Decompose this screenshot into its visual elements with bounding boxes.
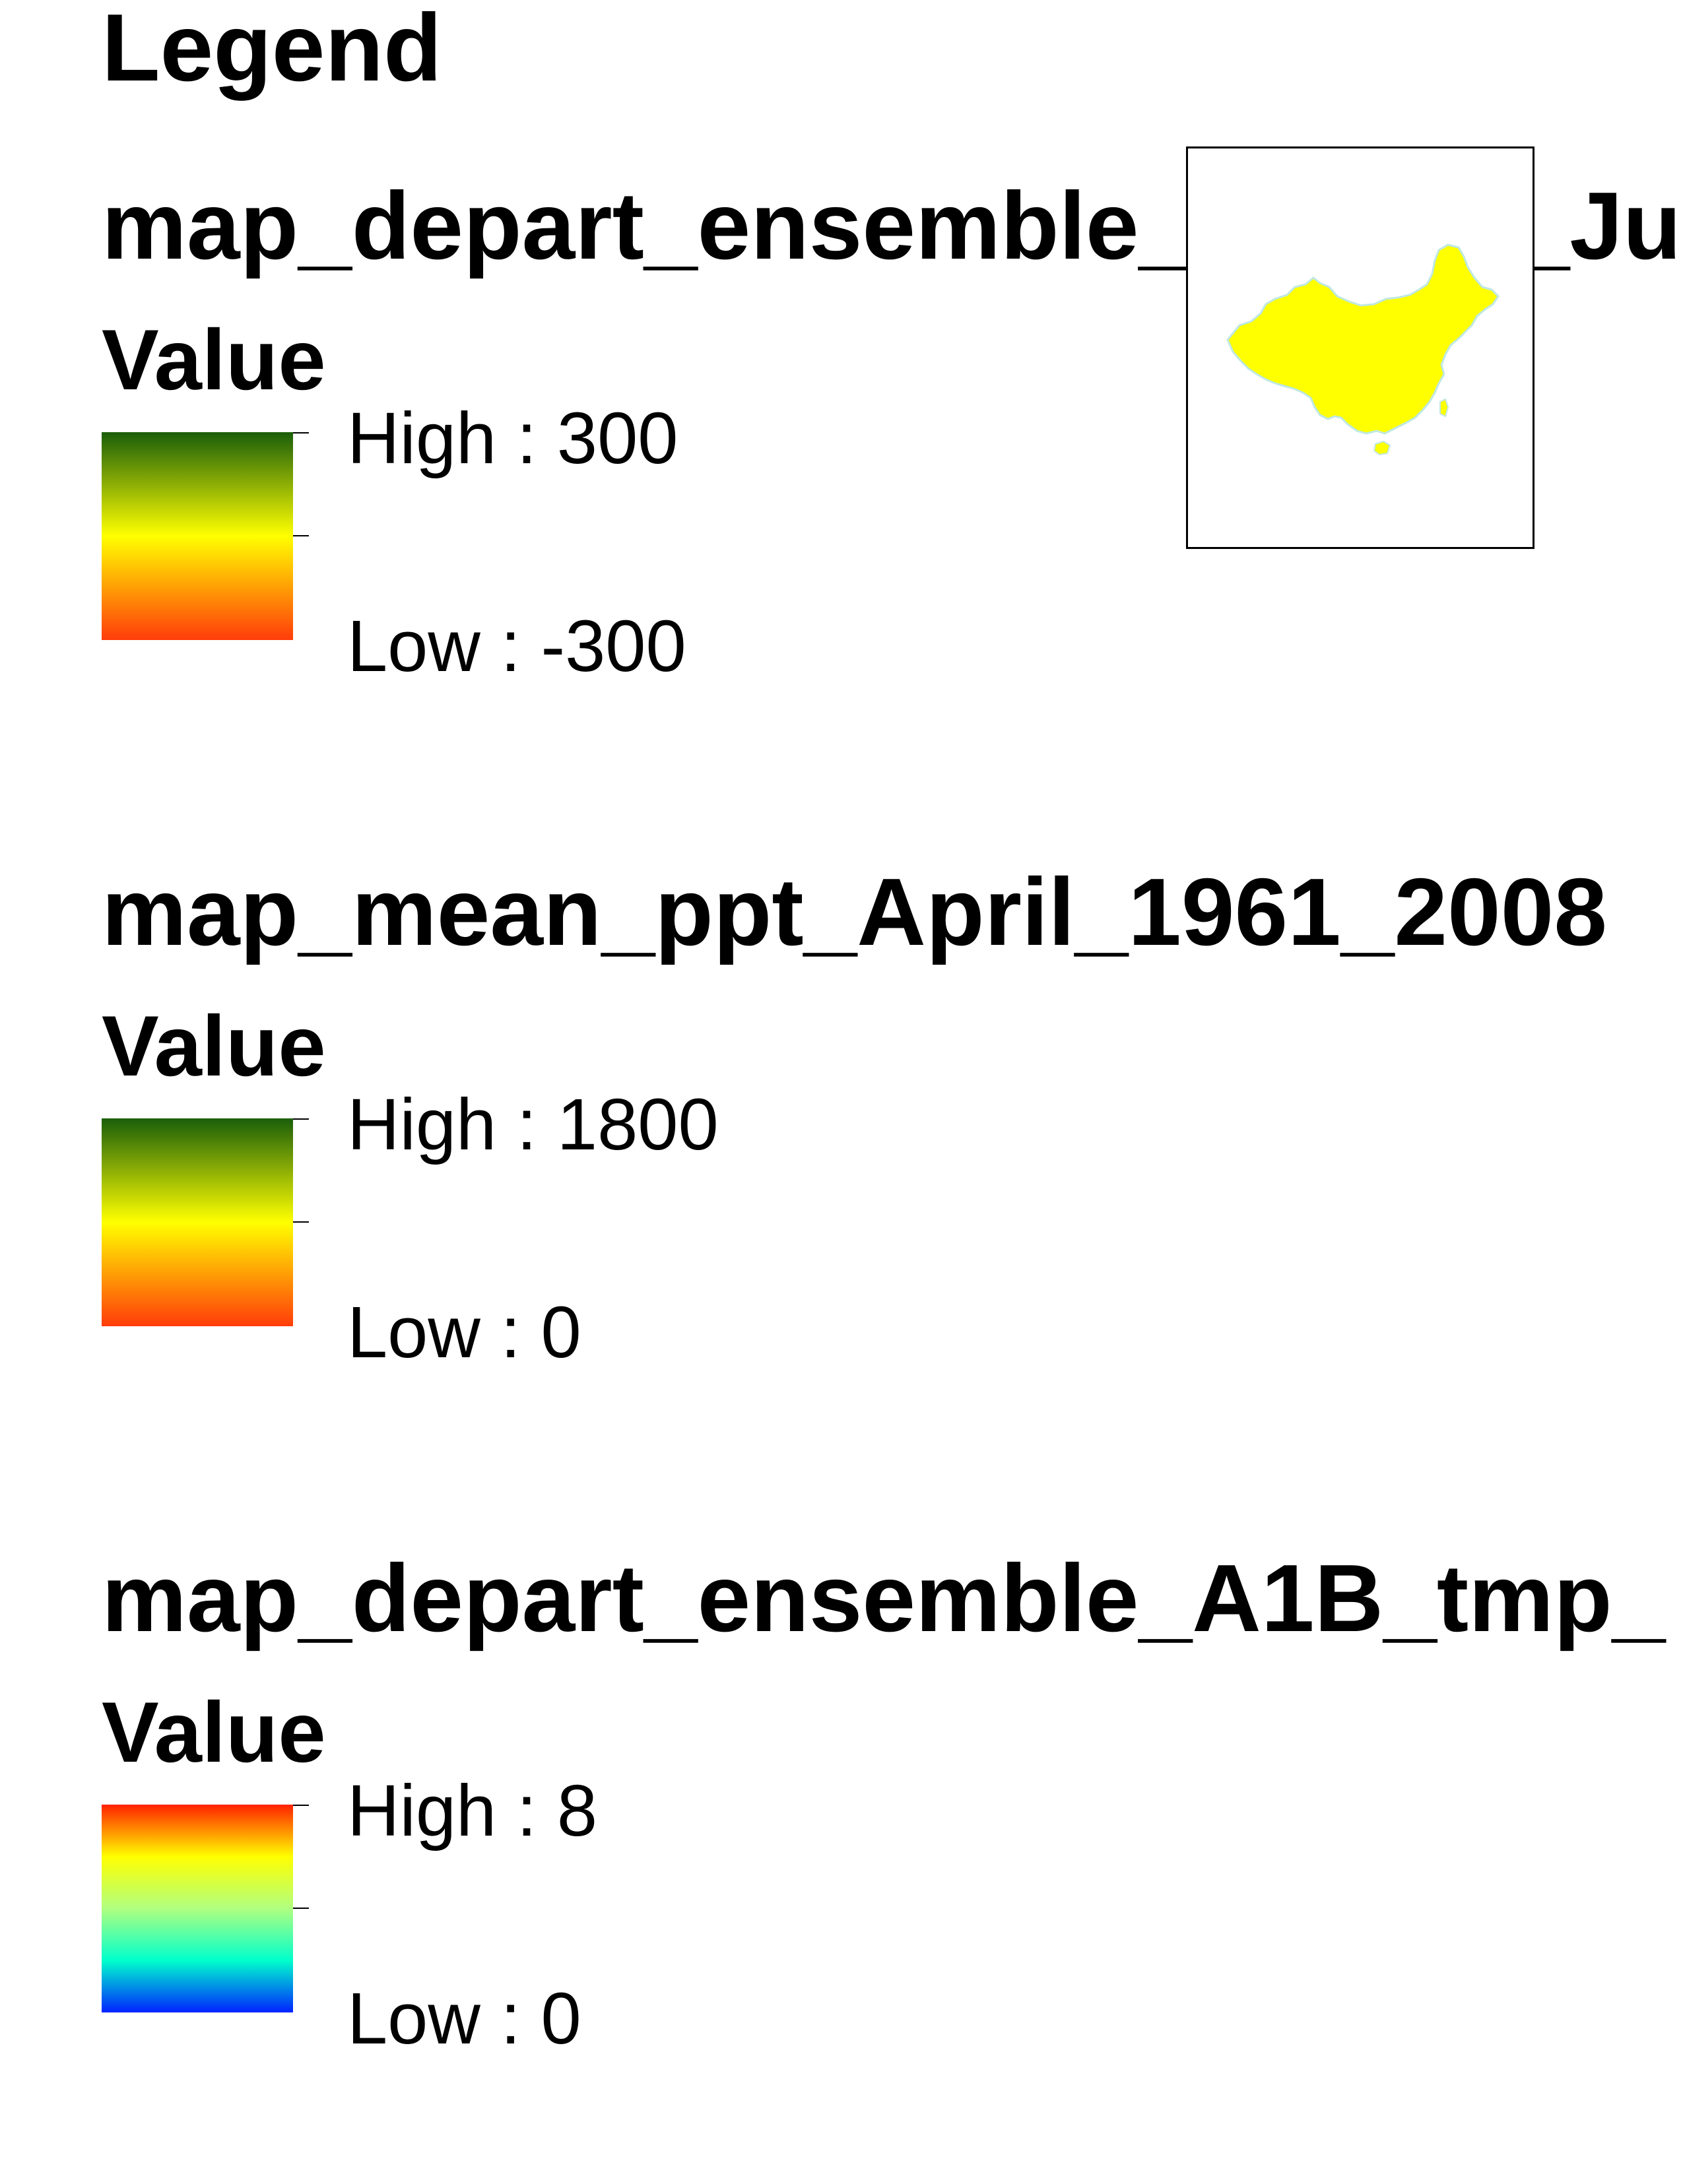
ramp-tick-mid: [293, 1908, 309, 1909]
ramp-tick-high: [293, 432, 309, 434]
color-ramp: [102, 432, 293, 640]
field-name: Value: [102, 1684, 326, 1780]
field-name: Value: [102, 311, 326, 408]
china-mainland-shape: [1226, 243, 1500, 435]
locator-map: [1226, 243, 1500, 456]
ramp-tick-mid: [293, 1221, 309, 1223]
legend-layer-2: map_mean_ppt_April_1961_2008 Value High …: [0, 864, 1683, 1498]
ramp-tick-high: [293, 1118, 309, 1120]
ramp-tick-high: [293, 1805, 309, 1806]
color-ramp: [102, 1805, 293, 2012]
color-ramp: [102, 1118, 293, 1326]
layer-name: map_mean_ppt_April_1961_2008: [102, 858, 1607, 965]
low-value-label: Low : 0: [347, 1978, 581, 2059]
field-name: Value: [102, 998, 326, 1094]
layer-name: map_depart_ensemble_A1B_tmp_: [102, 1545, 1666, 1652]
legend-title: Legend: [102, 0, 442, 101]
high-value-label: High : 8: [347, 1770, 598, 1851]
legend-layer-3: map_depart_ensemble_A1B_tmp_ Value High …: [0, 1551, 1683, 2184]
taiwan-island-shape: [1439, 398, 1449, 418]
locator-map-frame: [1186, 146, 1534, 549]
ramp-tick-mid: [293, 535, 309, 536]
low-value-label: Low : -300: [347, 606, 686, 687]
hainan-island-shape: [1373, 440, 1391, 456]
low-value-label: Low : 0: [347, 1292, 581, 1373]
high-value-label: High : 1800: [347, 1084, 719, 1165]
high-value-label: High : 300: [347, 398, 678, 479]
